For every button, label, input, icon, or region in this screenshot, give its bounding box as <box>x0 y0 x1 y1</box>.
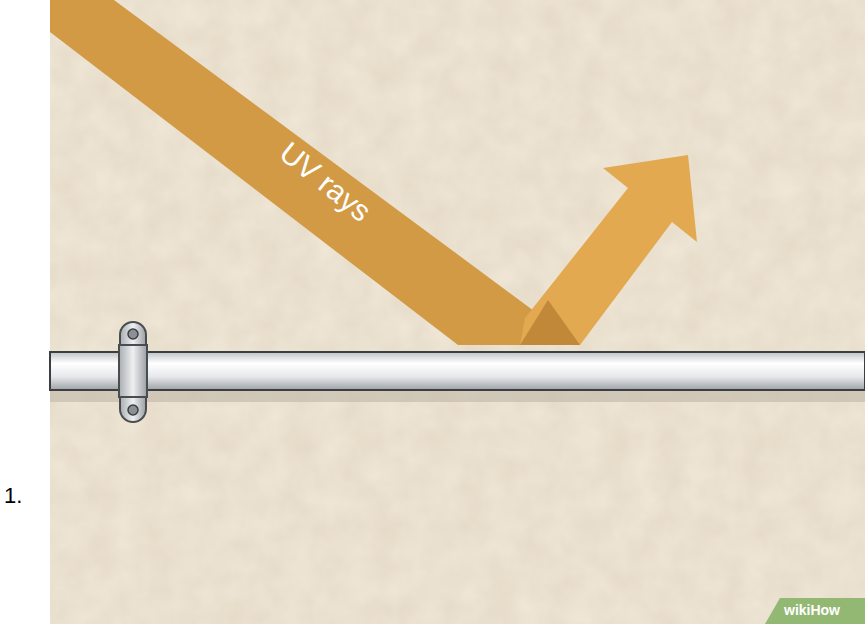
background-texture <box>50 0 865 624</box>
watermark: wikiHow <box>784 602 840 618</box>
step-number: 1. <box>4 483 22 509</box>
uv-ray-reflected <box>520 155 697 345</box>
pipe <box>50 352 865 390</box>
uv-ray-fold <box>520 300 580 345</box>
uv-ray-incoming <box>50 0 580 345</box>
background <box>50 0 865 624</box>
watermark-banner <box>765 598 865 624</box>
pipe-clamp <box>119 322 147 422</box>
